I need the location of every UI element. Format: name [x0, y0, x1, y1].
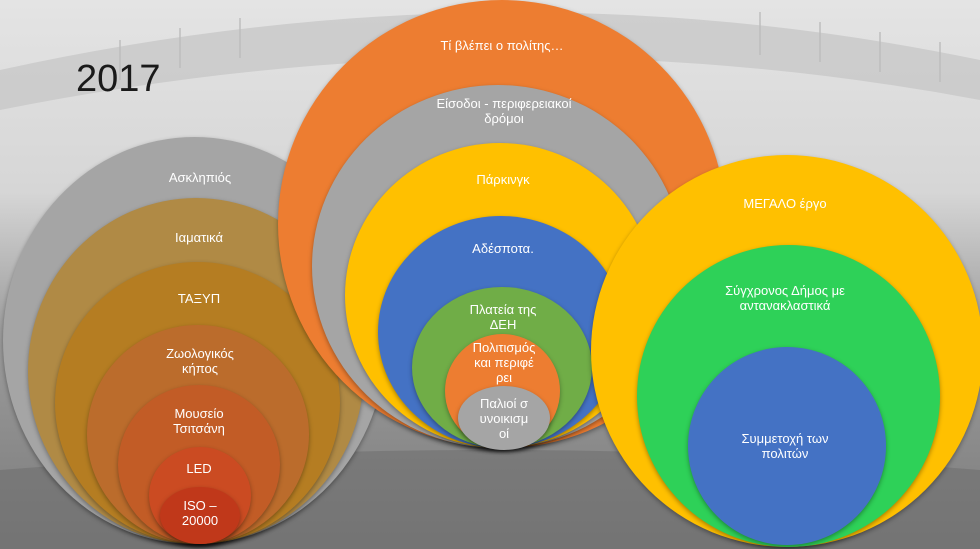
- center-label-adespota: Αδέσποτα.: [472, 241, 534, 256]
- left-label-iso: ISO – 20000: [181, 498, 219, 528]
- center-label-eisodoi: Είσοδοι - περιφερειακοί δρόμοι: [436, 96, 572, 126]
- right-ring-symmetoxi: [688, 347, 886, 545]
- left-label-led: LED: [186, 461, 212, 476]
- right-label-symmetoxi: Συμμετοχή των πολιτών: [741, 431, 829, 461]
- year-title: 2017: [76, 58, 161, 100]
- left-label-taxyp: ΤΑΞΥΠ: [177, 291, 221, 306]
- center-label-parking: Πάρκινγκ: [476, 172, 530, 187]
- right-label-sygxronos: Σύγχρονος Δήμος με αντανακλαστικά: [725, 283, 845, 313]
- left-label-iamatika: Ιαματικά: [174, 230, 223, 245]
- left-label-asklipios: Ασκληπιός: [168, 170, 232, 185]
- left-label-zoologikos: Ζωολογικός κήπος: [166, 346, 234, 376]
- center-label-palioi: Παλιοί συνοικισμοί: [479, 396, 529, 441]
- center-label-plateia: Πλατεία της ΔΕΗ: [469, 302, 537, 332]
- left-label-mouseio: Μουσείο Τσιτσάνη: [173, 406, 225, 436]
- right-label-megalo-ergo: ΜΕΓΑΛΟ έργο: [743, 196, 827, 211]
- center-ring-palioi: [458, 386, 550, 450]
- center-label-ti-vlepei: Τί βλέπει ο πολίτης…: [440, 38, 564, 53]
- center-label-politismos: Πολιτισμός και περιφέρει: [472, 340, 536, 385]
- left-ring-iso: [160, 487, 240, 544]
